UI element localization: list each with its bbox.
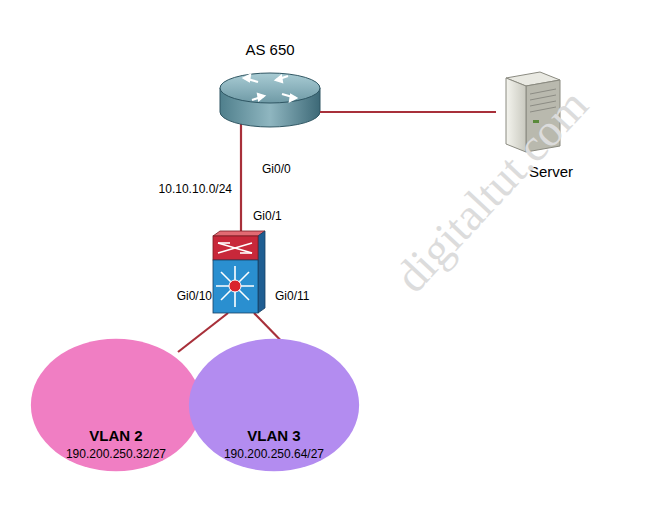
subnet-label: 190.200.250.32/27: [66, 446, 166, 462]
router-icon: [220, 73, 320, 127]
vlan-ellipse: VLAN 3190.200.250.64/27: [188, 338, 360, 472]
port-label: Gi0/1: [253, 209, 282, 223]
network-link: [320, 111, 496, 113]
port-label: Gi0/10: [177, 289, 212, 303]
wire: [178, 124, 292, 352]
router-label: AS 650: [245, 40, 294, 60]
vlan-ellipse: VLAN 2190.200.250.32/27: [30, 338, 202, 472]
port-label: Gi0/0: [262, 162, 291, 176]
subnet-label: 10.10.10.0/24: [159, 182, 232, 196]
router-node: AS 650: [220, 40, 320, 130]
watermark: digitaltut.com: [384, 78, 598, 302]
vlan-name: VLAN 3: [247, 426, 300, 446]
port-label: Gi0/11: [275, 289, 309, 303]
vlan-name: VLAN 2: [89, 426, 142, 446]
switch-icon: [213, 231, 265, 313]
subnet-label: 190.200.250.64/27: [224, 446, 324, 462]
